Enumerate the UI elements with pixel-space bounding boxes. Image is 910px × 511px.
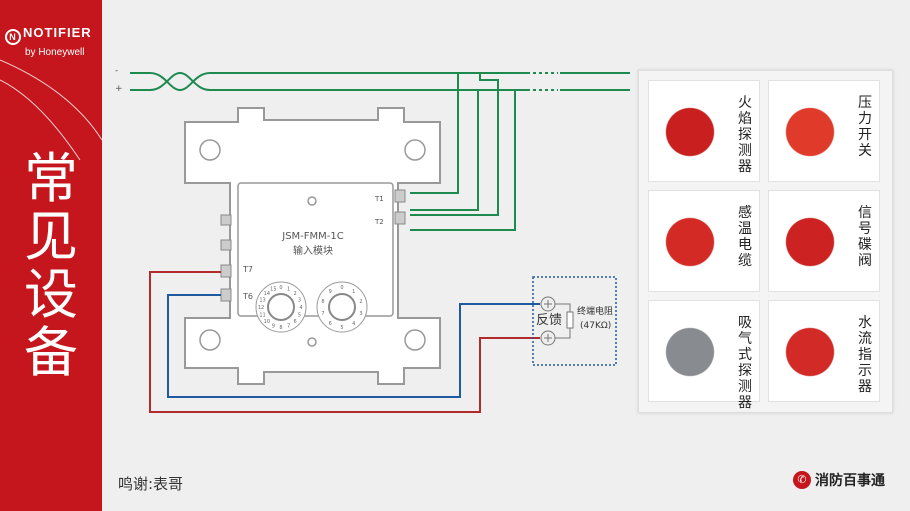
- feedback-label: 反馈: [536, 313, 563, 328]
- dial-number: 11: [259, 313, 265, 319]
- dial-number: 5: [298, 313, 301, 319]
- dial-number: 3: [298, 297, 301, 303]
- dial-number: 0: [340, 285, 343, 291]
- device-image: [655, 203, 725, 281]
- dial-number: 6: [294, 319, 297, 325]
- screw-terminals: [540, 296, 574, 346]
- bus-wires: [130, 71, 630, 231]
- dial-number: 7: [321, 311, 324, 317]
- device-image: [655, 313, 725, 391]
- device-name: 火焰探测器: [738, 95, 752, 175]
- terminals: [220, 189, 406, 302]
- device-card: 压力开关: [768, 80, 880, 182]
- dial-number: 3: [359, 311, 362, 317]
- dial-number: 14: [264, 291, 270, 297]
- dial-number: 1: [352, 289, 355, 295]
- brand-name: NOTIFIER: [23, 25, 92, 40]
- device-card: 信号碟阀: [768, 190, 880, 292]
- dial-number: 4: [352, 321, 355, 327]
- dial-number: 10: [264, 319, 270, 325]
- module-name: 输入模块: [293, 246, 333, 257]
- dial-number: 2: [359, 299, 362, 305]
- device-image: [775, 313, 845, 391]
- footer-logo-text: 消防百事通: [815, 473, 885, 489]
- resistor-label: 终端电阻: [577, 307, 614, 317]
- device-image: [775, 93, 845, 171]
- decorative-arcs: [0, 59, 102, 161]
- device-name: 信号碟阀: [858, 205, 872, 269]
- blue-wire: [167, 294, 540, 398]
- resistor-value: (47KΩ): [580, 321, 612, 331]
- dial-number: 6: [329, 321, 332, 327]
- address-dial-right: 0 12 34 5 67 89: [316, 281, 368, 333]
- footer-logo: ✆消防百事通: [793, 470, 885, 490]
- dial-number: 8: [279, 325, 282, 331]
- logo-mark: N: [5, 29, 21, 45]
- dial-number: 5: [340, 325, 343, 331]
- device-card: 吸气式探测器: [648, 300, 760, 411]
- dial-number: 15: [270, 287, 276, 293]
- dial-number: 0: [279, 285, 282, 291]
- terminal-t7: T7: [243, 265, 253, 274]
- device-image: [775, 203, 845, 281]
- minus-label: -: [115, 66, 119, 76]
- dial-number: 4: [299, 305, 302, 311]
- dial-number: 7: [287, 323, 290, 329]
- device-card: 火焰探测器: [648, 80, 760, 182]
- module-model: JSM-FMM-1C: [282, 231, 344, 242]
- terminal-t1: T1: [375, 195, 384, 203]
- dial-number: 9: [272, 323, 275, 329]
- device-image: [655, 93, 725, 171]
- page-title: 常见设备: [24, 147, 78, 384]
- dial-number: 2: [294, 291, 297, 297]
- device-card: 水流指示器: [768, 300, 880, 402]
- dial-number: 9: [329, 289, 332, 295]
- device-name: 吸气式探测器: [738, 315, 752, 411]
- device-card: 感温电缆: [648, 190, 760, 292]
- logo-icon: ✆: [793, 471, 811, 489]
- device-name: 感温电缆: [738, 205, 752, 269]
- plus-label: +: [115, 84, 123, 94]
- keyholes: [199, 139, 426, 351]
- dial-number: 8: [321, 299, 324, 305]
- device-name: 压力开关: [858, 95, 872, 159]
- terminal-t6: T6: [243, 292, 253, 301]
- brand-sub: by Honeywell: [25, 47, 85, 58]
- device-name: 水流指示器: [858, 315, 872, 395]
- credit: 鸣谢:表哥: [118, 475, 184, 493]
- dial-number: 1: [287, 287, 290, 293]
- feedback-box: [532, 276, 617, 366]
- dial-number: 12: [258, 305, 264, 311]
- terminal-t2: T2: [375, 218, 384, 226]
- dial-number: 13: [259, 297, 265, 303]
- red-wire: [149, 271, 540, 413]
